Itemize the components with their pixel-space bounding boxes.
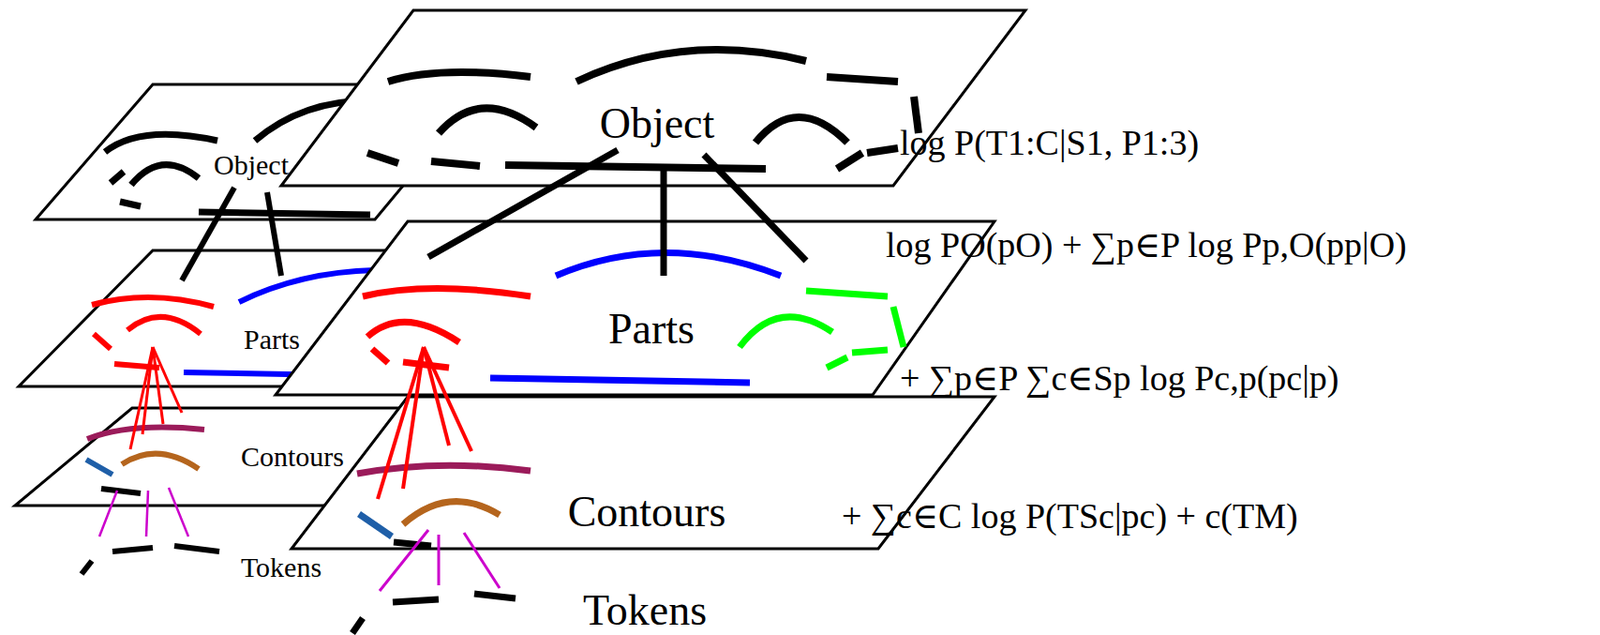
level-label: Tokens xyxy=(240,553,322,582)
plane-label: Contours xyxy=(240,442,344,471)
plane-label: Object xyxy=(599,102,716,146)
plane-label: Object xyxy=(213,150,289,180)
equation-line: log PO(pO) + ∑p∈P log Pp,O(pp|O) xyxy=(885,226,1407,263)
plane-label: Contours xyxy=(568,490,727,534)
plane-label: Parts xyxy=(608,307,695,351)
equation-line: + ∑p∈P ∑c∈Sp log Pc,p(pc|p) xyxy=(899,359,1339,396)
plane-label: Parts xyxy=(243,325,300,354)
equation-line: log P(T1:C|S1, P1:3) xyxy=(899,124,1199,161)
level-label: Tokens xyxy=(583,588,707,632)
equation-line: + ∑c∈C log P(TSc|pc) + c(TM) xyxy=(841,497,1299,534)
